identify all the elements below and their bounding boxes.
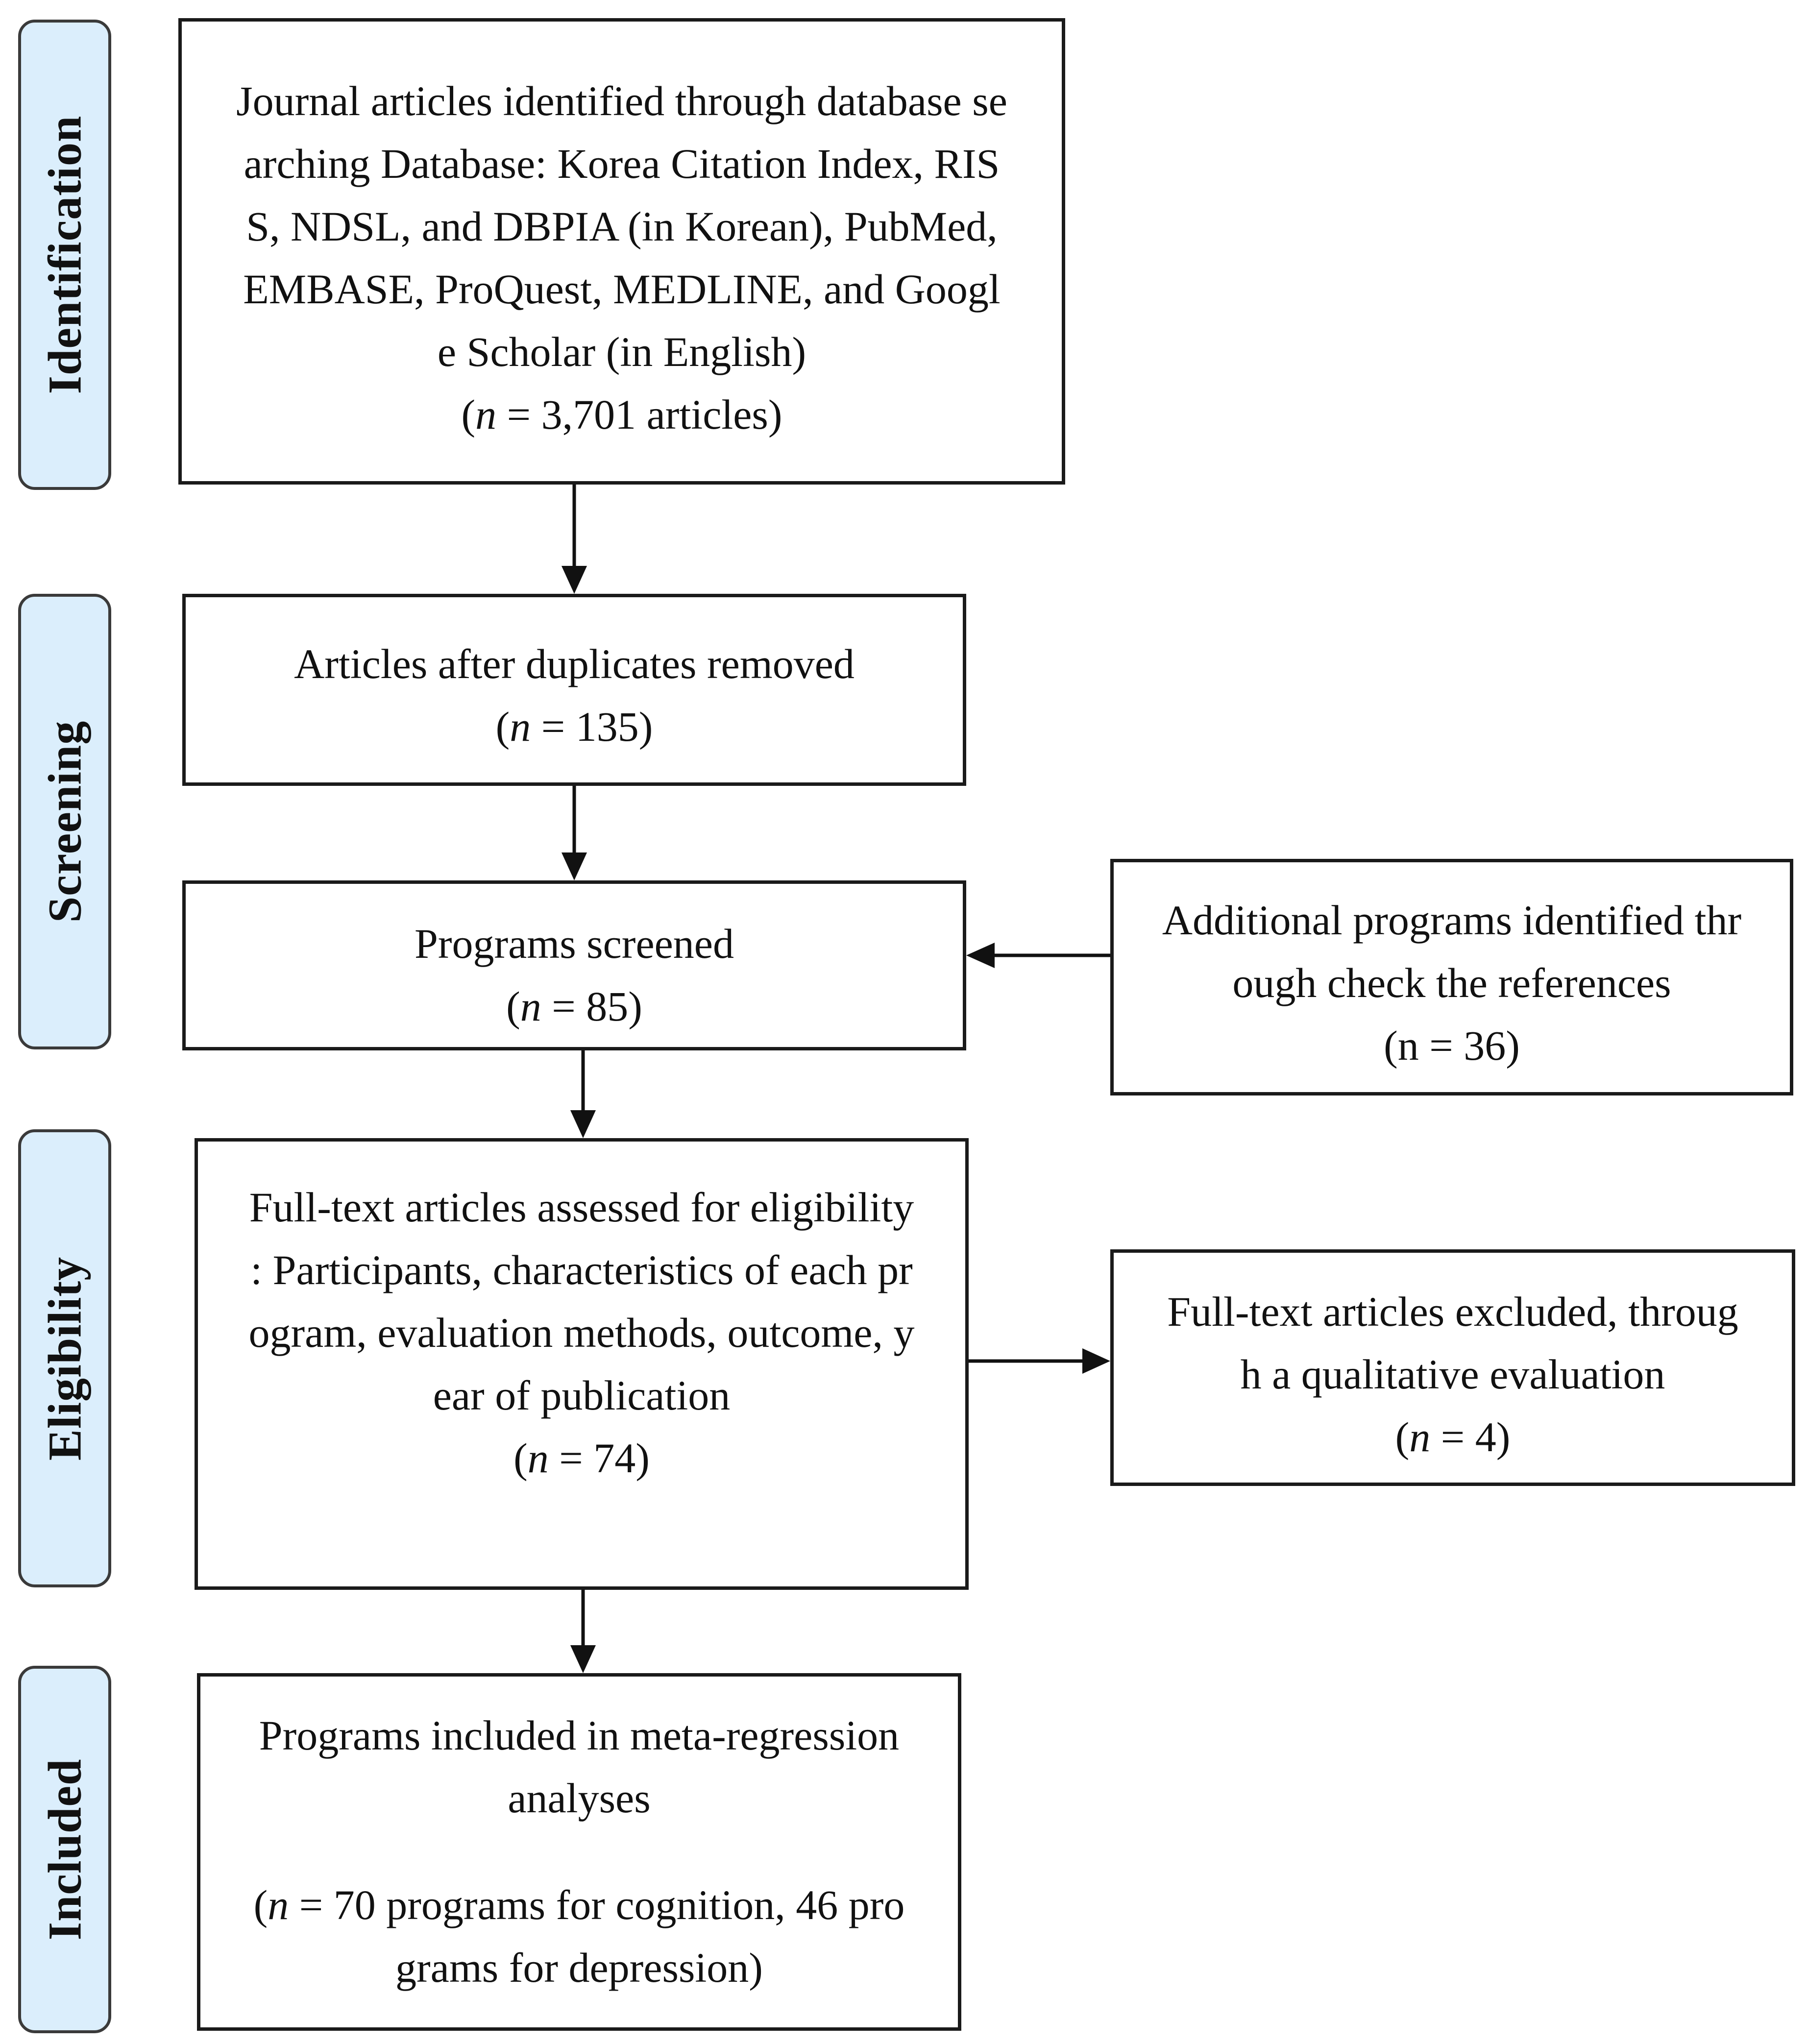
duplicates-removed-box: Articles after duplicates removed (n = 1…	[182, 594, 966, 786]
box-count: (n = 74)	[513, 1435, 650, 1482]
box-line: arching Database: Korea Citation Index, …	[244, 140, 1000, 187]
box-count: (n = 3,701 articles)	[461, 391, 782, 438]
box-count: (n = 70 programs for cognition, 46 pro	[253, 1881, 905, 1928]
box-line: EMBASE, ProQuest, MEDLINE, and Googl	[243, 266, 1001, 313]
box-count: (n = 4)	[1395, 1413, 1511, 1460]
stage-included: Included	[18, 1666, 111, 2033]
box-line: ear of publication	[433, 1372, 731, 1419]
box-line: ogram, evaluation methods, outcome, y	[248, 1309, 915, 1356]
box-line: ough check the references	[1232, 959, 1671, 1006]
box-count: (n = 135)	[495, 703, 653, 750]
box-count: (n = 36)	[1384, 1022, 1520, 1069]
stage-identification: Identification	[18, 20, 111, 490]
stage-eligibility: Eligibility	[18, 1129, 111, 1587]
box-line: S, NDSL, and DBPIA (in Korean), PubMed,	[246, 203, 998, 250]
stage-screening: Screening	[18, 594, 111, 1049]
additional-programs-box: Additional programs identified thr ough …	[1110, 859, 1793, 1095]
box-line: : Participants, characteristics of each …	[250, 1246, 913, 1293]
box-line: Programs included in meta-regression	[259, 1712, 900, 1759]
excluded-box: Full-text articles excluded, throug h a …	[1110, 1249, 1795, 1486]
identification-box: Journal articles identified through data…	[178, 18, 1065, 485]
box-line: h a qualitative evaluation	[1240, 1351, 1665, 1398]
programs-screened-box: Programs screened (n = 85)	[182, 880, 966, 1050]
eligibility-box: Full-text articles assessed for eligibil…	[195, 1138, 969, 1590]
box-line: Journal articles identified through data…	[236, 77, 1007, 124]
box-line: Articles after duplicates removed	[294, 640, 855, 687]
box-line: Programs screened	[415, 920, 734, 967]
box-line: Additional programs identified thr	[1162, 897, 1742, 944]
box-line: e Scholar (in English)	[437, 328, 806, 375]
box-line: Full-text articles excluded, throug	[1167, 1288, 1738, 1335]
box-count: (n = 85)	[506, 983, 642, 1030]
box-line: analyses	[508, 1775, 651, 1822]
box-count-line2: grams for depression)	[395, 1944, 763, 1991]
box-line: Full-text articles assessed for eligibil…	[249, 1184, 914, 1231]
included-box: Programs included in meta-regression ana…	[197, 1673, 961, 2031]
